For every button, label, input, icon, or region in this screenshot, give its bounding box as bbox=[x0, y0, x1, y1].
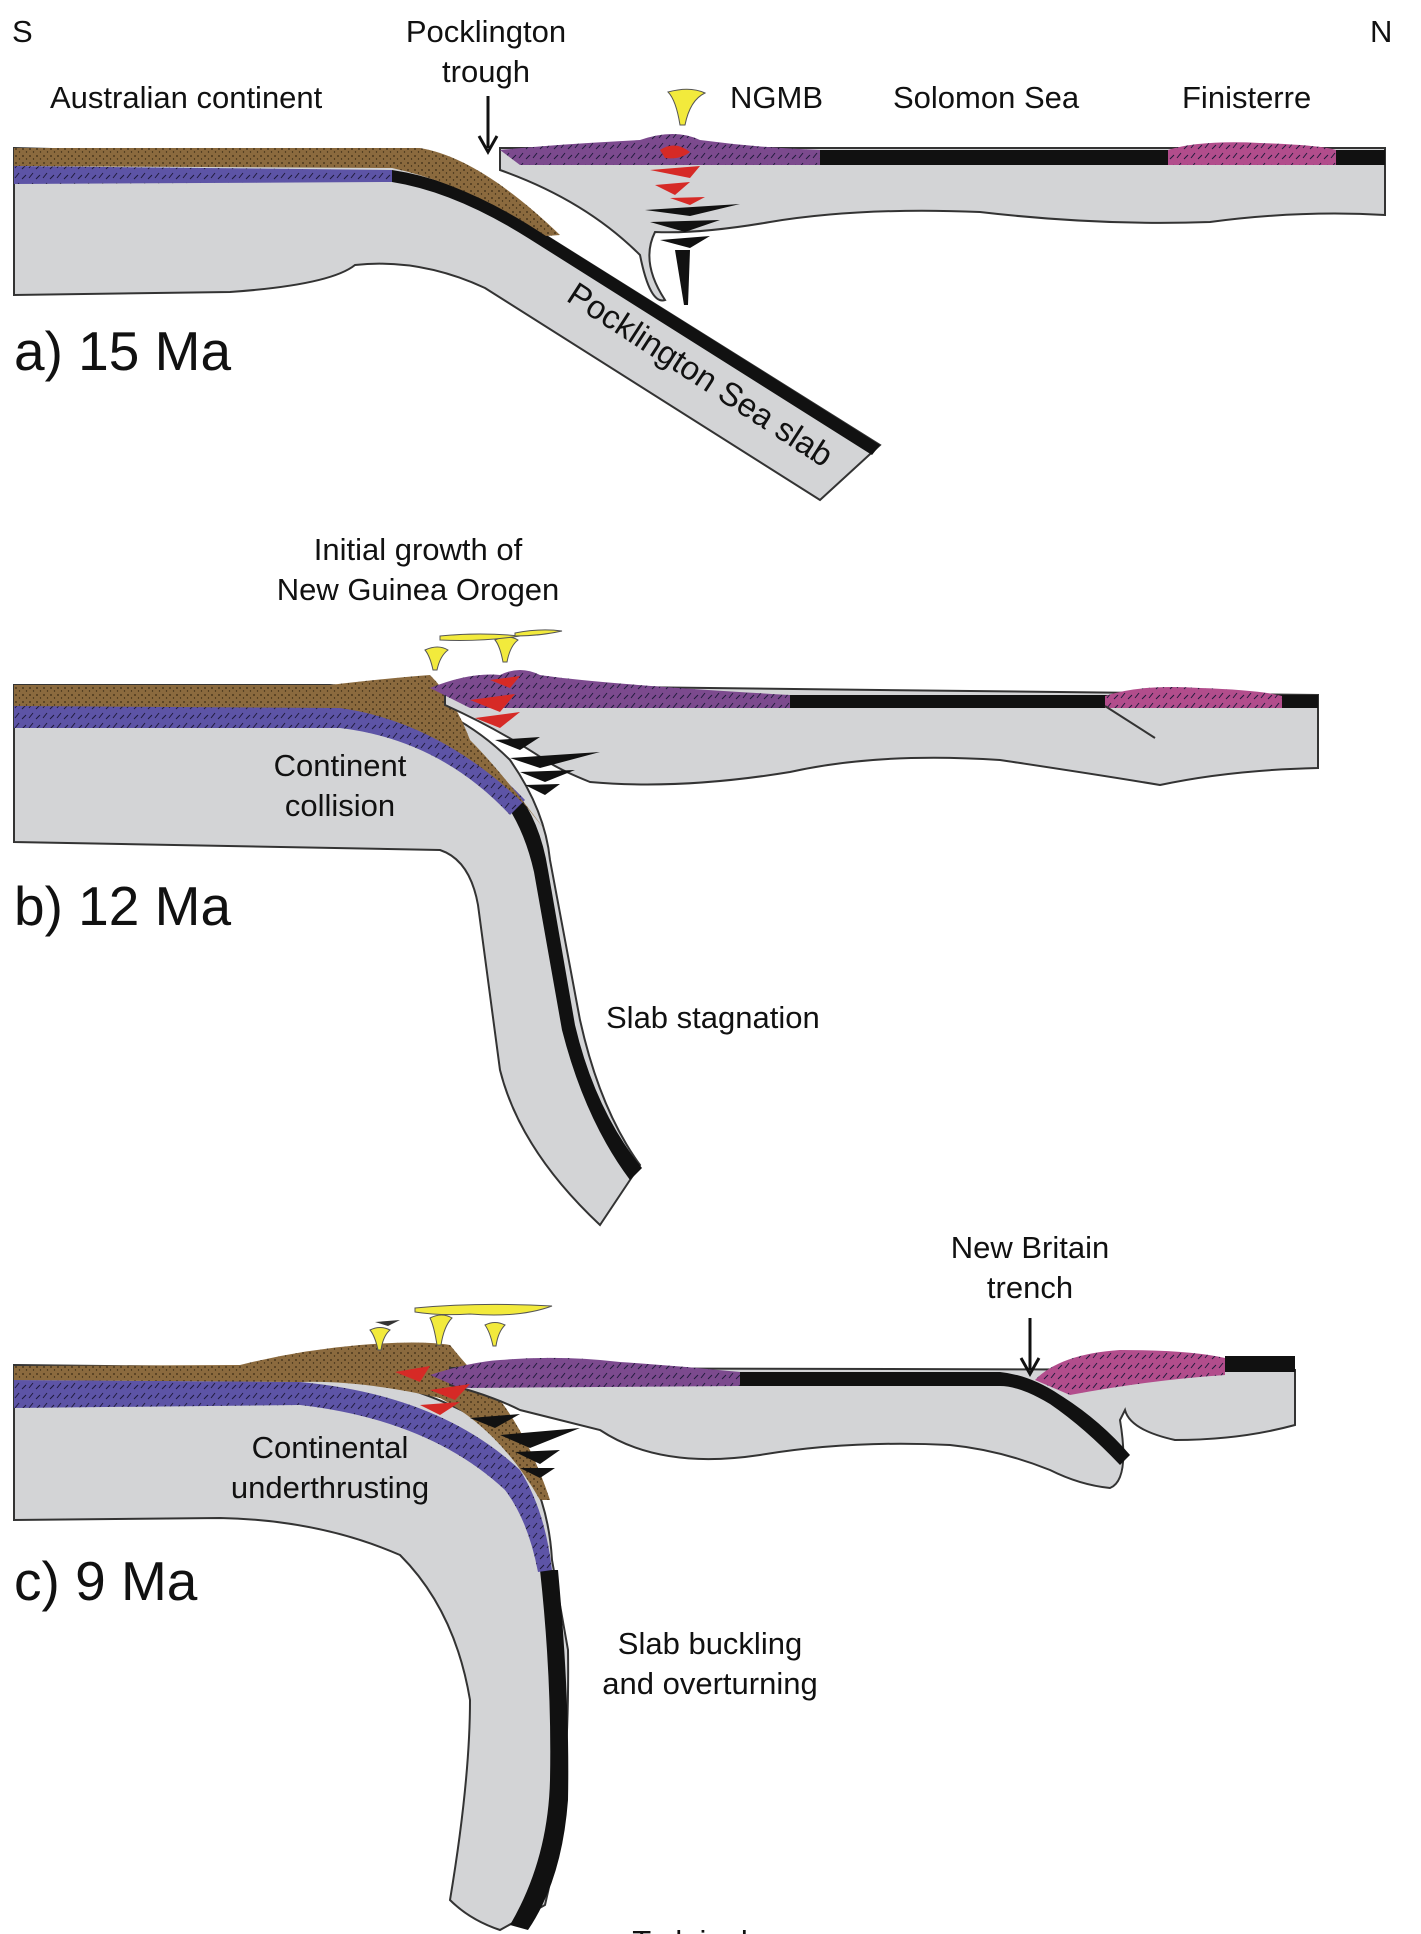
panel-b-age-label: b) 12 Ma bbox=[14, 875, 231, 937]
panel-c-trench-label-2: trench bbox=[987, 1270, 1073, 1305]
panel-a-slab-label: Pocklington Sea slab bbox=[561, 275, 840, 474]
panel-b-lower-plate-slab bbox=[13, 684, 642, 1227]
panel-c-buckling-label-2: and overturning bbox=[602, 1666, 817, 1701]
panel-b: Initial growth of New Guinea Orogen Cont… bbox=[13, 532, 1319, 1227]
panel-b-sediment-texture bbox=[14, 675, 545, 830]
panel-c-trench-label-1: New Britain bbox=[951, 1230, 1110, 1265]
panel-c-slab-oceanic-crust bbox=[510, 1570, 569, 1930]
panel-b-volcanics bbox=[424, 629, 563, 671]
panel-a-finisterre-label: Finisterre bbox=[1182, 80, 1311, 115]
panel-b-intrusions bbox=[470, 676, 600, 795]
north-label: N bbox=[1370, 14, 1392, 49]
panel-b-ngmb-texture bbox=[430, 670, 790, 708]
panel-c-sediment-texture bbox=[14, 1342, 550, 1500]
panel-b-collision-label-2: collision bbox=[285, 788, 395, 823]
panel-b-collision-label-1: Continent bbox=[274, 748, 407, 783]
panel-c-buckling-label-1: Slab buckling bbox=[618, 1626, 802, 1661]
panel-a-australian-continent-label: Australian continent bbox=[50, 80, 323, 115]
panel-a-upper-plate bbox=[499, 147, 1386, 302]
panel-a-volcano bbox=[667, 88, 707, 126]
panel-a-finisterre-texture bbox=[1168, 142, 1336, 165]
panel-a: Australian continent Pocklington trough … bbox=[13, 14, 1386, 502]
panel-c-new-britain-slab bbox=[740, 1372, 1130, 1465]
panel-a-intrusions bbox=[645, 145, 740, 305]
panel-a-age-label: a) 15 Ma bbox=[14, 320, 231, 382]
panel-c-underthrust-label-1: Continental bbox=[252, 1430, 409, 1465]
panel-b-stagnation-label: Slab stagnation bbox=[606, 1000, 820, 1035]
panel-a-ngmb-texture bbox=[500, 134, 820, 165]
panel-a-trough-label-2: trough bbox=[442, 54, 530, 89]
panel-c-cutoff-label: Todeiuol bbox=[632, 1924, 747, 1934]
panel-b-finisterre-texture bbox=[1105, 687, 1282, 708]
panel-c-ngmb-texture bbox=[430, 1357, 740, 1388]
panel-c-finisterre-texture bbox=[1035, 1350, 1225, 1395]
panel-b-thrust-line bbox=[1104, 705, 1156, 739]
panel-b-growth-label-1: Initial growth of bbox=[314, 532, 523, 567]
panel-a-sediment-texture bbox=[14, 148, 560, 236]
panel-c-volcanics bbox=[369, 1303, 553, 1351]
panel-a-crust-texture bbox=[14, 166, 392, 184]
panel-c-trench-arrow bbox=[1019, 1318, 1041, 1378]
panel-b-crust-texture bbox=[14, 705, 525, 815]
panel-c-underthrust-label-2: underthrusting bbox=[231, 1470, 429, 1505]
panel-c-intrusions bbox=[395, 1366, 580, 1478]
south-label: S bbox=[12, 14, 33, 49]
panel-a-slab-oceanic-crust bbox=[392, 170, 880, 455]
panel-a-ngmb-label: NGMB bbox=[730, 80, 823, 115]
panel-c: New Britain trench Continental underthru… bbox=[13, 1230, 1296, 1934]
panel-a-trough-arrow bbox=[477, 96, 499, 156]
panel-a-trough-label-1: Pocklington bbox=[406, 14, 566, 49]
panel-c-crust-texture bbox=[14, 1380, 552, 1572]
panel-c-oceanic-crust-north bbox=[1225, 1356, 1295, 1372]
panel-b-growth-label-2: New Guinea Orogen bbox=[277, 572, 560, 607]
panel-a-solomon-sea-label: Solomon Sea bbox=[893, 80, 1080, 115]
panel-b-slab-oceanic-crust bbox=[503, 790, 642, 1180]
panel-c-upper-plate bbox=[449, 1366, 1296, 1490]
panel-c-age-label: c) 9 Ma bbox=[14, 1550, 198, 1612]
